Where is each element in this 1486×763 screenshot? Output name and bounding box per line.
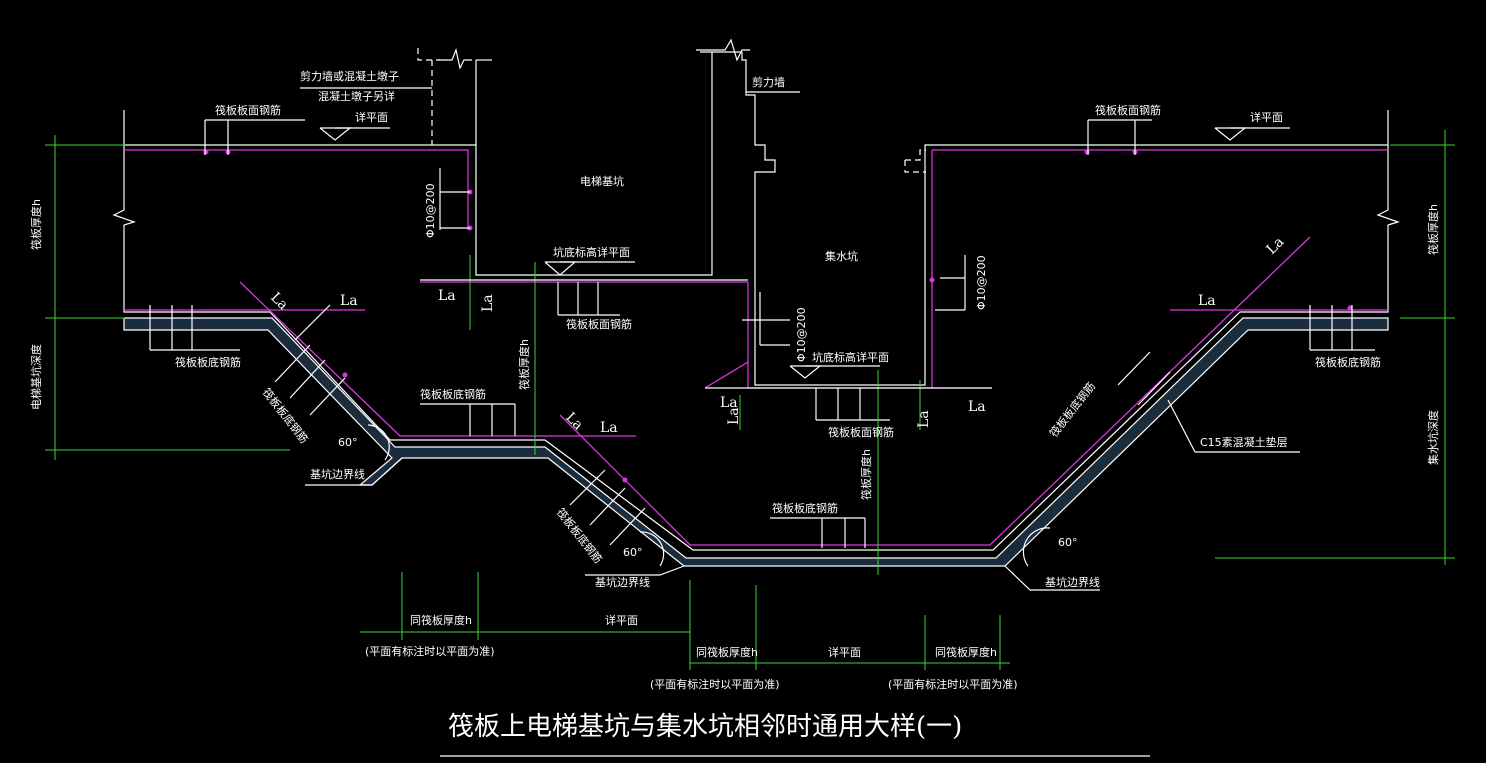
label-rebar-spec-1: Φ10@200 bbox=[424, 183, 437, 238]
label-raft-h-right: 筏板厚度h bbox=[1426, 204, 1440, 255]
label-angle-1: 60° bbox=[338, 436, 358, 449]
label-pit-boundary-1: 基坑边界线 bbox=[310, 467, 365, 481]
label-raft-h-mid1: 筏板厚度h bbox=[517, 339, 531, 390]
label-pit-bottom-elev-2: 坑底标高详平面 bbox=[812, 350, 889, 364]
label-raft-bottom-slope-1: 筏板板底钢筋 bbox=[260, 385, 312, 446]
label-plan-priority-3: (平面有标注时以平面为准) bbox=[888, 677, 1018, 691]
label-raft-top-rebar-right: 筏板板面钢筋 bbox=[1095, 103, 1161, 117]
label-raft-h-mid2: 筏板厚度h bbox=[859, 449, 873, 500]
label-la-1: La bbox=[340, 293, 358, 309]
label-la-6: La bbox=[1198, 293, 1216, 309]
label-raft-bottom-slope-2: 筏板板底钢筋 bbox=[554, 505, 606, 566]
label-pit-boundary-2: 基坑边界线 bbox=[595, 575, 650, 589]
label-same-raft-h-2: 同筏板厚度h bbox=[696, 645, 758, 659]
label-angle-2: 60° bbox=[623, 546, 643, 559]
dimension-lines bbox=[45, 130, 1455, 757]
drawing-title: 筏板上电梯基坑与集水坑相邻时通用大样(一) bbox=[448, 712, 962, 742]
label-la-5: La bbox=[968, 399, 986, 415]
label-raft-bottom-slope-3: 筏板板底钢筋 bbox=[1046, 379, 1098, 440]
label-raft-top-rebar-left: 筏板板面钢筋 bbox=[215, 103, 281, 117]
concrete-outline bbox=[112, 38, 1400, 551]
label-raft-bottom-rebar-1: 筏板板底钢筋 bbox=[175, 355, 241, 369]
label-shear-wall-or-pier: 剪力墙或混凝土墩子 bbox=[300, 69, 399, 83]
label-raft-bottom-rebar-2: 筏板板底钢筋 bbox=[420, 387, 486, 401]
label-c15-cushion: C15素混凝土垫层 bbox=[1200, 435, 1288, 449]
label-elevator-pit: 电梯基坑 bbox=[580, 174, 624, 188]
label-la-v2: La bbox=[726, 407, 742, 425]
label-rebar-spec-2: Φ10@200 bbox=[795, 307, 808, 362]
label-angle-3: 60° bbox=[1058, 536, 1078, 549]
label-la-4: La bbox=[720, 395, 738, 411]
label-la-s3: La bbox=[1264, 234, 1288, 258]
label-see-plan-dim-2: 详平面 bbox=[828, 645, 861, 659]
label-shear-wall: 剪力墙 bbox=[752, 75, 785, 89]
annotations: 剪力墙或混凝土墩子 混凝土墩子另详 筏板板面钢筋 详平面 剪力墙 电梯基坑 集水… bbox=[29, 69, 1440, 742]
label-see-plan-left: 详平面 bbox=[355, 110, 388, 124]
label-la-v3: La bbox=[916, 410, 932, 428]
label-sump-pit: 集水坑 bbox=[825, 249, 858, 263]
label-la-3: La bbox=[600, 420, 618, 436]
label-pit-boundary-3: 基坑边界线 bbox=[1045, 575, 1100, 589]
label-plan-priority-2: (平面有标注时以平面为准) bbox=[650, 677, 780, 691]
label-plan-priority-1: (平面有标注时以平面为准) bbox=[365, 644, 495, 658]
label-raft-bottom-rebar-4: 筏板板底钢筋 bbox=[1315, 355, 1381, 369]
label-la-s2: La bbox=[562, 410, 586, 434]
label-rebar-spec-3: Φ10@200 bbox=[975, 255, 988, 310]
label-same-raft-h-3: 同筏板厚度h bbox=[935, 645, 997, 659]
label-raft-top-rebar-mid1: 筏板板面钢筋 bbox=[566, 317, 632, 331]
label-raft-h-left: 筏板厚度h bbox=[29, 199, 43, 250]
label-raft-top-rebar-mid2: 筏板板面钢筋 bbox=[828, 425, 894, 439]
label-la-2: La bbox=[438, 288, 456, 304]
label-see-plan-dim-1: 详平面 bbox=[605, 613, 638, 627]
cushion-layer bbox=[123, 317, 1389, 591]
label-raft-bottom-rebar-3: 筏板板底钢筋 bbox=[772, 501, 838, 515]
label-same-raft-h-1: 同筏板厚度h bbox=[410, 613, 472, 627]
leader-lines bbox=[149, 87, 1375, 567]
label-sump-pit-depth: 集水坑深度 bbox=[1426, 410, 1440, 465]
label-pit-bottom-elev-1: 坑底标高详平面 bbox=[553, 245, 630, 259]
label-la-v1: La bbox=[480, 294, 496, 312]
label-see-plan-right: 详平面 bbox=[1250, 110, 1283, 124]
rebar-lines bbox=[124, 149, 1388, 546]
label-elevator-pit-depth: 电梯基坑深度 bbox=[29, 344, 43, 410]
label-pier-see-other: 混凝土墩子另详 bbox=[318, 89, 395, 103]
